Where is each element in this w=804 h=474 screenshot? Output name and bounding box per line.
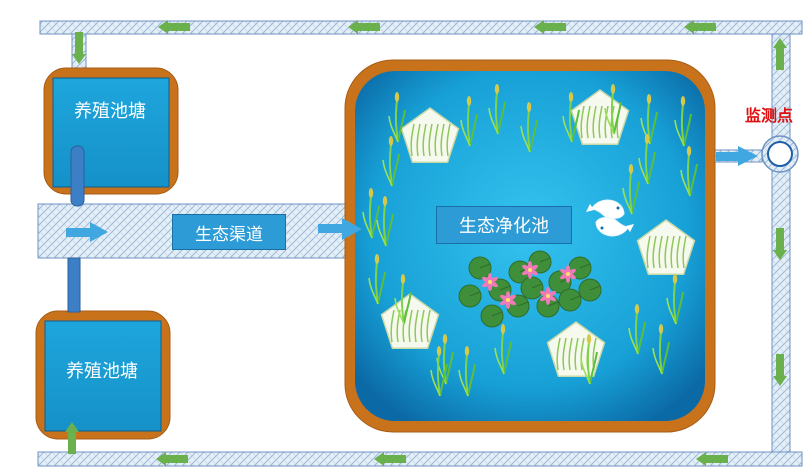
flow-arrows [65, 20, 787, 466]
reed-plant-icon [488, 84, 506, 135]
reed-plants [362, 84, 698, 397]
right-pipe-lower [771, 169, 791, 453]
water-lily-icon [522, 261, 538, 279]
water-lily-cluster [458, 250, 602, 328]
flow-arrow-icon [534, 20, 566, 34]
channel-arrows [66, 146, 758, 242]
bottom-pipe [37, 451, 803, 467]
purification-pool-label: 生态净化池 [436, 206, 572, 244]
pond-bottom [35, 257, 171, 440]
reed-plant-icon [382, 136, 400, 187]
flow-arrow-icon [348, 20, 380, 34]
floating-bed-icon [636, 219, 696, 276]
pond-bottom-outlet [67, 257, 81, 313]
reed-plant-icon [628, 304, 646, 355]
flow-arrow-icon [318, 218, 362, 240]
flow-arrow-icon [374, 452, 406, 466]
reed-plant-icon [666, 274, 684, 325]
reed-plant-icon [388, 92, 406, 143]
flow-arrow-icon [72, 32, 86, 64]
flow-arrow-icon [773, 38, 787, 70]
water-lily-icon [482, 273, 498, 291]
reed-plant-icon [580, 334, 598, 385]
flow-arrow-icon [158, 20, 190, 34]
floating-bed-icon [380, 293, 440, 350]
pond-bottom-label: 养殖池塘 [66, 361, 138, 382]
floating-bed-icon [400, 107, 460, 164]
pond-top [43, 67, 179, 207]
reed-plant-icon [622, 164, 640, 215]
flow-arrow-icon [684, 20, 716, 34]
flow-arrow-icon [66, 222, 108, 242]
reed-plant-icon [638, 134, 656, 185]
monitor-ring-icon [761, 135, 799, 173]
flow-arrow-icon [696, 452, 728, 466]
reed-plant-icon [520, 102, 538, 153]
reed-plant-icon [680, 146, 698, 197]
monitor-point-label: 监测点 [744, 106, 793, 125]
reed-plant-icon [494, 324, 512, 375]
reed-plant-icon [458, 346, 476, 397]
reed-plant-icon [674, 96, 692, 147]
reed-plant-icon [640, 94, 658, 145]
reed-plant-icon [394, 274, 412, 325]
reed-plant-icon [362, 188, 380, 239]
channel-label: 生态渠道 [172, 214, 286, 250]
top-pipe [39, 20, 803, 35]
flow-arrow-icon [773, 354, 787, 386]
reed-plant-icon [460, 96, 478, 147]
pond-top-label: 养殖池塘 [74, 101, 146, 122]
flow-arrow-icon [65, 422, 79, 454]
water-lily-icon [560, 265, 576, 283]
reed-plant-icon [376, 196, 394, 247]
pond-top-outlet [70, 145, 85, 207]
water-lily-icon [540, 287, 556, 305]
flow-arrow-icon [156, 452, 188, 466]
flow-arrow-icon [716, 146, 758, 166]
flow-arrow-icon [773, 228, 787, 260]
reed-plant-icon [652, 324, 670, 375]
reed-plant-icon [436, 334, 454, 385]
fish-icon [586, 199, 634, 237]
reed-plant-icon [368, 254, 386, 305]
reed-plant-icon [430, 346, 448, 397]
reed-plant-icon [562, 92, 580, 143]
reed-plant-icon [604, 84, 622, 135]
water-lily-icon [500, 291, 516, 309]
